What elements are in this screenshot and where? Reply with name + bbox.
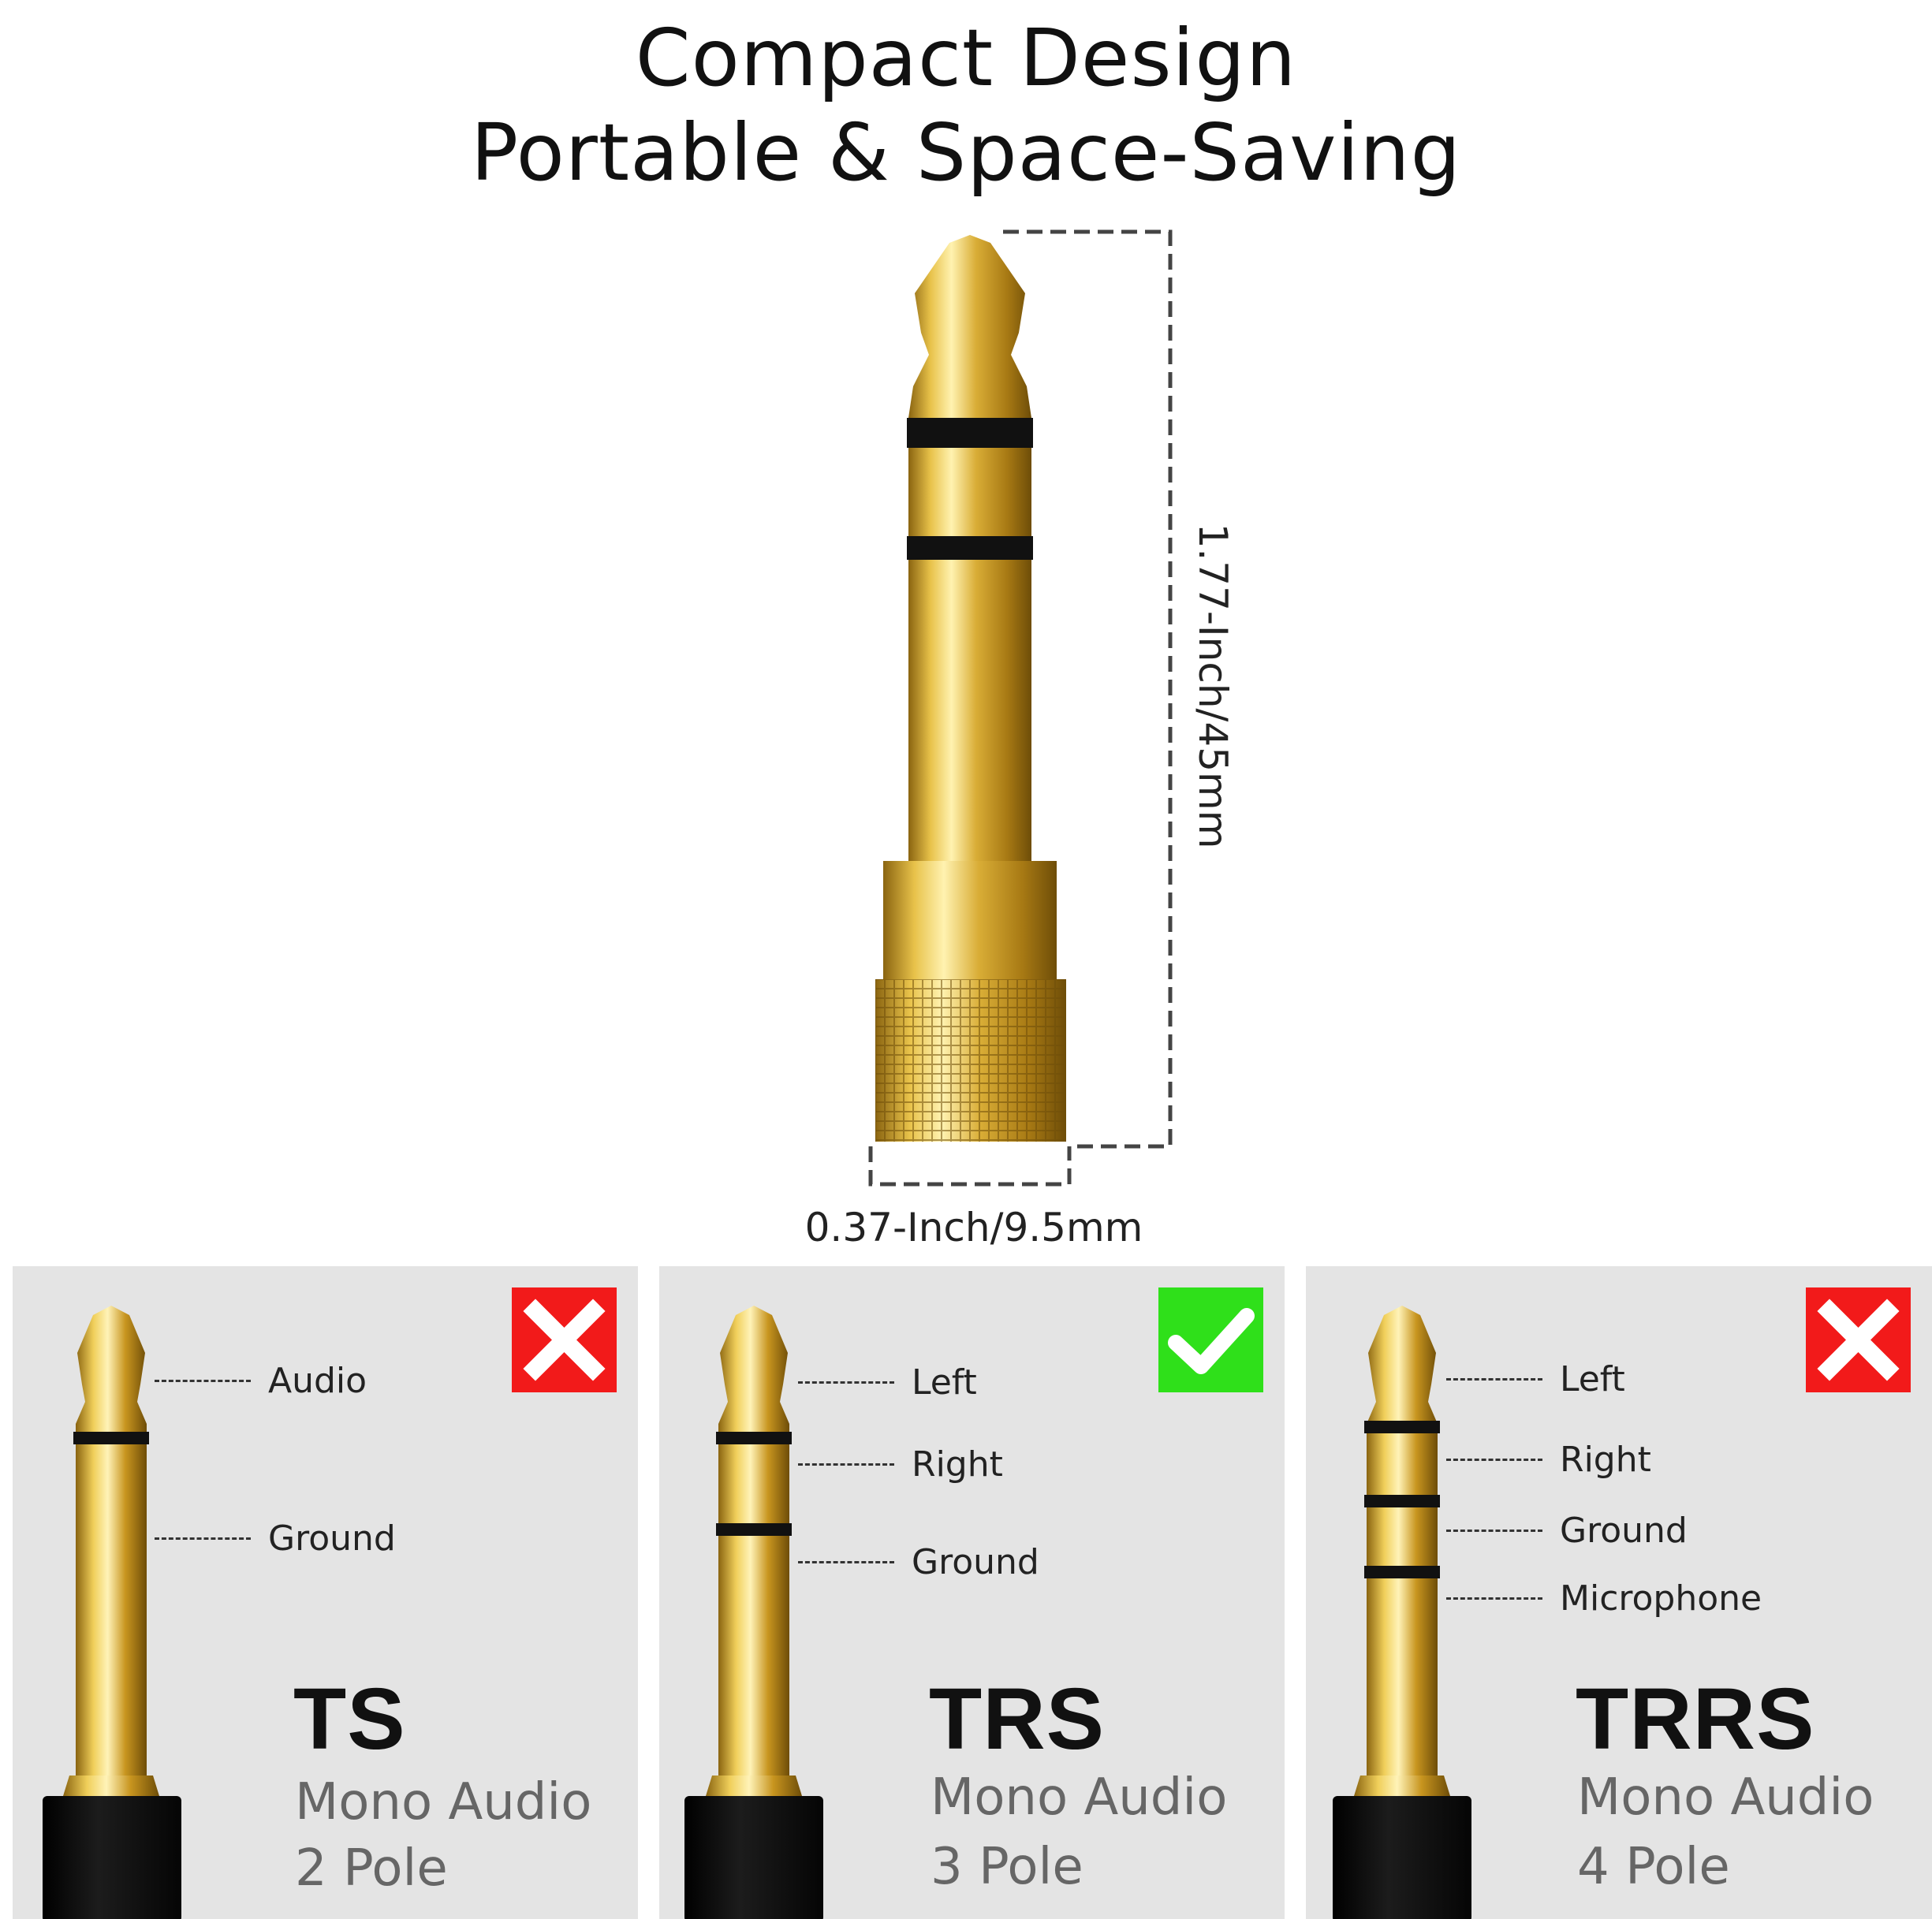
adapter-plug-illustration	[868, 229, 1173, 1187]
pin-label: Right	[912, 1444, 1003, 1485]
panel-trrs: Left Right Ground Microphone TRRS Mono A…	[1306, 1266, 1932, 1919]
pin-label: Ground	[268, 1518, 396, 1559]
pin-label: Audio	[268, 1361, 367, 1401]
width-dimension-line	[868, 1146, 1072, 1187]
connector-desc-line-2: 2 Pole	[295, 1839, 448, 1898]
pin-row-left: Left	[798, 1362, 977, 1403]
height-dimension-label: 1.77-Inch/45mm	[1190, 523, 1236, 849]
headline-line-1: Compact Design	[635, 12, 1297, 104]
pin-row-ground: Ground	[798, 1542, 1039, 1582]
pin-row-right: Right	[798, 1444, 1003, 1485]
panel-ts: Audio Ground TS Mono Audio 2 Pole	[13, 1266, 638, 1919]
connector-type-name: TRRS	[1576, 1671, 1815, 1768]
trrs-plug-icon	[1333, 1306, 1471, 1919]
height-dimension-line	[1003, 229, 1173, 1149]
trs-plug-icon	[684, 1306, 823, 1919]
panel-trs: Left Right Ground TRS Mono Audio 3 Pole	[659, 1266, 1285, 1919]
ts-plug-icon	[43, 1306, 181, 1919]
cross-icon	[1806, 1287, 1911, 1392]
connector-desc-line-1: Mono Audio	[1577, 1768, 1874, 1827]
pin-row-ground: Ground	[155, 1518, 396, 1559]
connector-desc-line-1: Mono Audio	[295, 1773, 592, 1831]
pin-label: Ground	[912, 1542, 1039, 1582]
width-dimension-label: 0.37-Inch/9.5mm	[804, 1205, 1143, 1250]
connector-desc-line-2: 3 Pole	[931, 1838, 1083, 1896]
pin-label: Left	[1560, 1359, 1625, 1399]
pin-label: Left	[912, 1362, 977, 1403]
pin-row-microphone: Microphone	[1446, 1578, 1762, 1619]
pin-row-right: Right	[1446, 1440, 1651, 1480]
connector-desc-line-1: Mono Audio	[931, 1768, 1228, 1827]
pin-label: Microphone	[1560, 1578, 1762, 1619]
pin-row-left: Left	[1446, 1359, 1625, 1399]
headline-line-2: Portable & Space-Saving	[470, 106, 1462, 199]
connector-type-name: TS	[293, 1671, 406, 1768]
connector-desc-line-2: 4 Pole	[1577, 1838, 1730, 1896]
cross-icon	[512, 1287, 617, 1392]
check-icon	[1158, 1287, 1263, 1392]
connector-type-name: TRS	[929, 1671, 1105, 1768]
adapter-plug-body	[875, 235, 1066, 1142]
pin-row-audio: Audio	[155, 1361, 367, 1401]
pin-label: Right	[1560, 1440, 1651, 1480]
pin-label: Ground	[1560, 1511, 1688, 1551]
pin-row-ground: Ground	[1446, 1511, 1688, 1551]
